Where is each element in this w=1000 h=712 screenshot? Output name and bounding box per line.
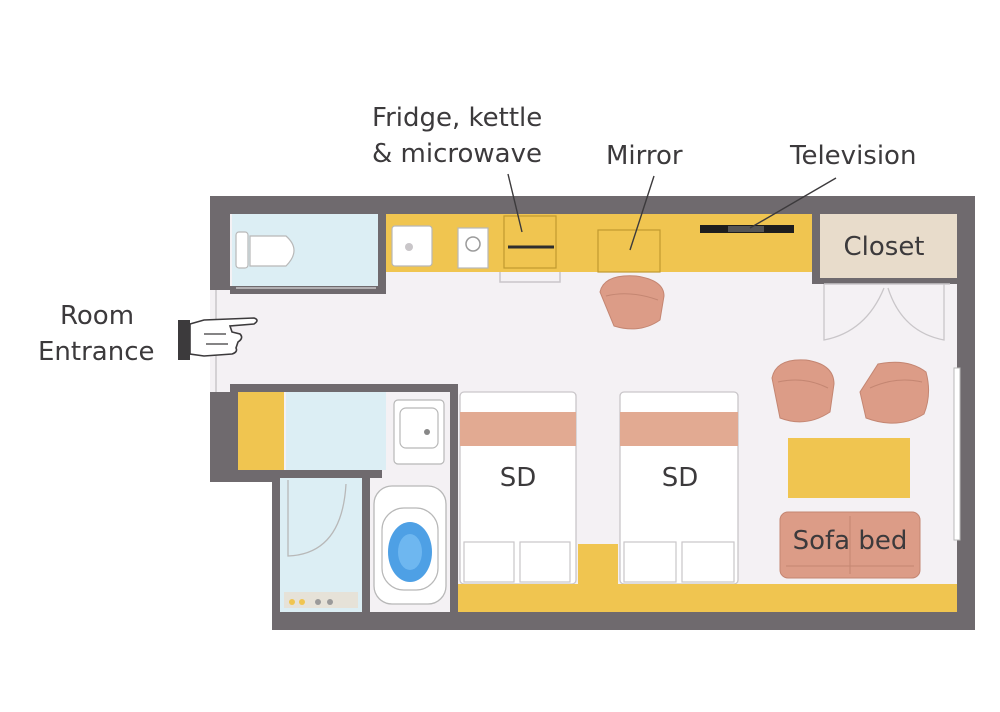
pillow — [623, 541, 677, 583]
armchair-right — [859, 361, 930, 424]
sofa-bed-label: Sofa bed — [793, 526, 908, 556]
bottom-counter — [458, 584, 957, 612]
nightstand — [578, 544, 618, 584]
fridge-kettle-label: Fridge, kettle — [372, 103, 543, 133]
bed-right-label: SD — [662, 463, 699, 493]
window — [953, 367, 961, 541]
microwave-icon — [503, 215, 557, 269]
television-label: Television — [790, 141, 917, 171]
desk-chair — [599, 275, 665, 330]
mirror-label: Mirror — [606, 141, 683, 171]
shoe-shelf — [238, 392, 284, 470]
counter — [386, 214, 812, 283]
pillow — [519, 541, 571, 583]
coffee-table — [788, 438, 910, 498]
bathroom — [238, 392, 450, 612]
bed-left-label: SD — [500, 463, 537, 493]
bed-right — [619, 391, 739, 585]
toilet-icon — [249, 235, 295, 267]
kettle-icon — [457, 227, 489, 269]
pillow — [681, 541, 735, 583]
bed-left — [459, 391, 577, 585]
microwave-label: & microwave — [372, 139, 542, 169]
room-label: Room — [60, 301, 135, 331]
pillow — [463, 541, 515, 583]
closet-label: Closet — [843, 232, 924, 262]
toilet-room — [232, 214, 378, 289]
mirror-desk — [597, 229, 661, 273]
sofa-bed — [779, 511, 921, 579]
closet — [812, 214, 957, 341]
callout-lines — [507, 173, 837, 251]
hand-pointer-icon — [178, 317, 258, 360]
entrance-label: Entrance — [38, 337, 155, 367]
armchair-left — [771, 359, 835, 423]
